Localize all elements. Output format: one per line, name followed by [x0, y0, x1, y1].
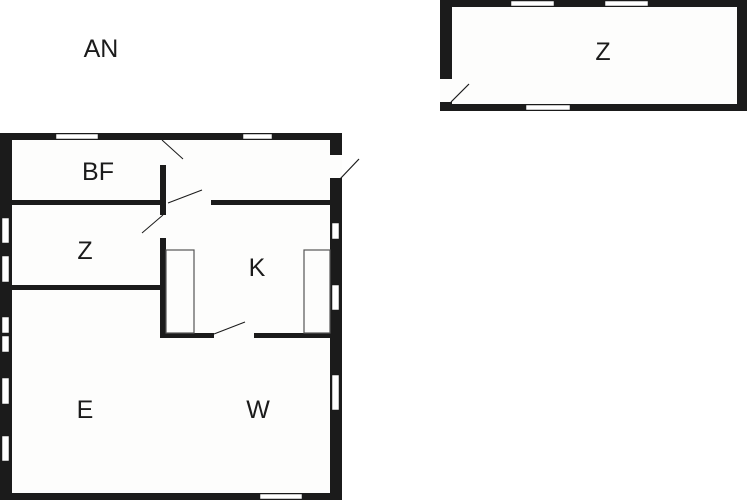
room-label-w: W [246, 396, 270, 424]
window [55, 133, 99, 140]
annex-door-swing [450, 83, 470, 103]
kitchen-counter-right [303, 249, 331, 334]
main-floor [12, 140, 330, 493]
window [1, 335, 10, 353]
window [525, 104, 571, 111]
room-label-k: K [249, 254, 266, 282]
wall-kitchen-living-left [160, 333, 214, 338]
annex-building: Z [440, 0, 747, 111]
room-label-bf: BF [82, 158, 114, 186]
window [510, 0, 555, 7]
wall-junction [160, 200, 166, 215]
room-label-z: Z [77, 237, 92, 265]
window [1, 255, 10, 283]
annex-door-opening [440, 79, 453, 102]
window [1, 316, 10, 334]
window [259, 493, 303, 500]
window [1, 377, 10, 405]
kitchen-bottom-door-swing [213, 321, 246, 335]
window [331, 222, 340, 240]
window [604, 0, 649, 7]
wall-kitchen-living-right [254, 333, 330, 338]
outside-area-label: AN [84, 35, 119, 63]
wall-bf-z [12, 200, 163, 205]
z-door-swing [141, 214, 164, 234]
room-label-e: E [77, 396, 94, 424]
window [331, 374, 340, 411]
wall-z-e [12, 285, 163, 290]
main-building: BF Z K E W [0, 133, 360, 500]
kitchen-counter-left [165, 249, 195, 334]
kitchen-door-swing [167, 189, 203, 204]
window [242, 133, 273, 140]
window [1, 217, 10, 244]
entrance-door-opening [330, 155, 342, 178]
window [331, 284, 340, 311]
wall-bf-hall [160, 165, 166, 200]
window [1, 435, 10, 462]
bf-door-swing [161, 139, 184, 160]
annex-floor [452, 7, 737, 104]
wall-hall-kitchen [211, 200, 330, 205]
annex-room-label: Z [595, 38, 610, 66]
entrance-door-swing [339, 158, 360, 180]
wall-z-kitchen [160, 238, 166, 337]
